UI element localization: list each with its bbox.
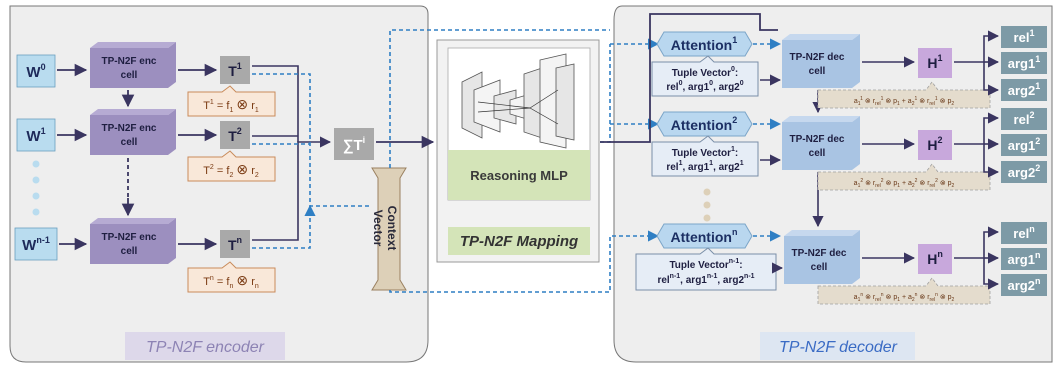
tpr-t2: T2 xyxy=(228,126,242,144)
out-arg2-n: arg2n xyxy=(1008,276,1041,293)
dec-cell-n: TP-N2F dec cell xyxy=(784,230,860,284)
svg-text:TP-N2F dec: TP-N2F dec xyxy=(791,248,846,259)
input-w1: W1 xyxy=(26,126,45,145)
input-w0: W0 xyxy=(26,62,45,81)
enc-cell-2: TP-N2F enc cell xyxy=(90,109,176,155)
dec-cell-1: TP-N2F dec cell xyxy=(782,34,860,88)
tuple-vector-n-title: Tuple Vectorn-1: xyxy=(669,258,742,271)
out-rel-1: rel1 xyxy=(1014,28,1035,45)
svg-text:cell: cell xyxy=(809,148,826,159)
tuple-vector-1-items: rel1, arg11, arg21 xyxy=(666,160,743,173)
tuple-to-cell-arrows xyxy=(760,74,784,274)
formula-2: T2 = f2 ⊗ r2 xyxy=(203,161,259,179)
out-arg1-1: arg11 xyxy=(1008,54,1040,71)
out-rel-2: rel2 xyxy=(1014,110,1035,127)
tpr-to-sum-lines xyxy=(252,65,370,249)
dec-cell-2: TP-N2F dec cell xyxy=(782,116,860,170)
output-arrows xyxy=(954,30,1000,290)
tuple-vector-0-items: rel0, arg10, arg20 xyxy=(666,80,743,93)
hidden-boxes: H1 H2 Hn xyxy=(918,48,952,274)
svg-text:TP-N2F enc: TP-N2F enc xyxy=(101,232,156,243)
encoder-panel: TP-N2F encoder xyxy=(9,5,429,363)
encoder-arrows xyxy=(57,63,218,251)
attention-n: Attentionn xyxy=(671,227,738,245)
mlp-label: Reasoning MLP xyxy=(470,168,568,183)
hidden-h1: H1 xyxy=(927,53,942,71)
svg-text:TP-N2F enc: TP-N2F enc xyxy=(101,123,156,134)
hidden-h2: H2 xyxy=(927,135,942,153)
sum-box: ∑Ti xyxy=(334,128,374,160)
out-arg2-1: arg21 xyxy=(1008,81,1040,98)
hidden-hn: Hn xyxy=(927,249,943,267)
attention-2: Attention2 xyxy=(671,115,737,133)
mapping-to-decoder-line xyxy=(600,13,778,143)
out-arg2-2: arg22 xyxy=(1008,163,1040,180)
enc-cell-n: TP-N2F enc cell xyxy=(90,218,176,264)
svg-text:TP-N2F dec: TP-N2F dec xyxy=(789,134,844,145)
tuple-vector-0-title: Tuple Vector0: xyxy=(672,66,739,79)
input-wn-1: Wn-1 xyxy=(22,235,50,254)
unbind-formula-n: a1n ⊗ rreln ⊗ p1 + a2n ⊗ rreln ⊗ p2 xyxy=(854,292,955,303)
unbind-formula-2: a12 ⊗ rrel2 ⊗ p1 + a22 ⊗ rrel2 ⊗ p2 xyxy=(854,178,955,189)
unbind-callouts: a11 ⊗ rrel1 ⊗ p1 + a21 ⊗ rrel1 ⊗ p2 a12 … xyxy=(817,81,991,305)
encoder-title: TP-N2F encoder xyxy=(146,339,265,356)
mapping-title: TP-N2F Mapping xyxy=(460,233,578,250)
decoder-cells: TP-N2F dec cell TP-N2F dec cell TP-N2F d… xyxy=(782,34,860,284)
svg-text:cell: cell xyxy=(809,66,826,77)
attention-1: Attention1 xyxy=(671,35,737,53)
decoder-title: TP-N2F decoder xyxy=(779,339,898,356)
svg-text:cell: cell xyxy=(121,137,138,148)
svg-text:cell: cell xyxy=(121,70,138,81)
tuple-vectors: Tuple Vector0: rel0, arg10, arg20 Tuple … xyxy=(635,55,777,291)
unbind-formula-1: a11 ⊗ rrel1 ⊗ p1 + a21 ⊗ rrel1 ⊗ p2 xyxy=(854,96,955,107)
context-line2: Vector xyxy=(371,210,385,247)
neural-network-icon xyxy=(461,53,575,149)
tpr-tn: Tn xyxy=(228,235,242,253)
svg-text:cell: cell xyxy=(811,262,828,273)
out-rel-n: reln xyxy=(1013,224,1034,241)
formula-callouts: T1 = f1 ⊗ r1 T2 = f2 ⊗ r2 Tn = fn ⊗ rn xyxy=(187,85,276,293)
sum-label: ∑Ti xyxy=(343,135,365,154)
enc-cell-1: TP-N2F enc cell xyxy=(90,42,176,88)
mapping-panel: Reasoning MLP TP-N2F Mapping xyxy=(436,39,600,263)
out-arg1-n: arg1n xyxy=(1008,250,1041,267)
formula-n: Tn = fn ⊗ rn xyxy=(203,272,259,290)
tpr-t1: T1 xyxy=(228,61,242,79)
attention-boxes: Attention1 Attention2 Attentionn xyxy=(656,31,753,249)
tuple-vector-1-title: Tuple Vector1: xyxy=(672,146,739,159)
tpr-boxes: T1 T2 Tn xyxy=(220,56,250,258)
svg-text:TP-N2F dec: TP-N2F dec xyxy=(789,52,844,63)
out-arg1-2: arg12 xyxy=(1008,136,1040,153)
context-vector: Context Vector xyxy=(371,167,407,291)
attention-to-cell-dashes xyxy=(753,38,782,242)
svg-text:TP-N2F enc: TP-N2F enc xyxy=(101,56,156,67)
svg-text:cell: cell xyxy=(121,246,138,257)
encoder-cells: TP-N2F enc cell TP-N2F enc cell TP-N2F e… xyxy=(90,42,176,264)
output-boxes: rel1 arg11 arg21 rel2 arg12 arg22 reln a… xyxy=(1001,26,1047,296)
context-line1: Context xyxy=(385,206,399,251)
encoder-inputs: W0 W1 Wn-1 xyxy=(14,54,58,261)
formula-1: T1 = f1 ⊗ r1 xyxy=(203,96,259,114)
tuple-vector-n-items: reln-1, arg1n-1, arg2n-1 xyxy=(657,273,754,286)
